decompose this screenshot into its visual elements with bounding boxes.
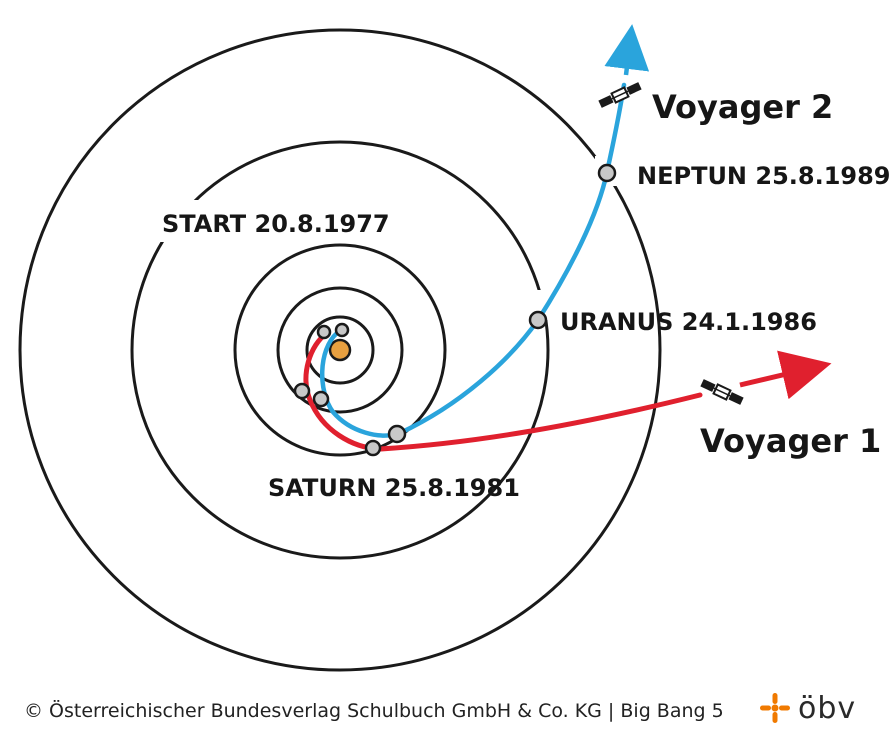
voyager2-arrow <box>604 24 650 76</box>
jupiter-marker-2 <box>312 390 330 408</box>
saturn-marker-1 <box>364 439 382 457</box>
orbit-earth <box>305 315 375 385</box>
label-neptun: NEPTUN 25.8.1989 <box>637 162 890 190</box>
label-start: START 20.8.1977 <box>162 210 390 238</box>
uranus-marker <box>528 310 548 330</box>
jupiter-marker-1 <box>293 382 311 400</box>
logo-text: öbv <box>798 690 857 726</box>
label-uranus: URANUS 24.1.1986 <box>560 308 817 336</box>
orbit-neptune <box>18 28 662 672</box>
publisher-logo: öbv <box>758 688 878 728</box>
earth-marker-2 <box>334 322 350 338</box>
earth-marker-1 <box>316 324 332 340</box>
label-saturn: SATURN 25.8.1981 <box>268 474 520 502</box>
orbits <box>18 28 662 672</box>
satellite-icon <box>700 379 744 405</box>
star-icon <box>760 693 790 723</box>
planet-markers <box>293 163 617 457</box>
sun-icon <box>328 338 352 362</box>
neptune-marker <box>597 163 617 183</box>
orbit-saturn <box>233 243 447 457</box>
copyright-footer: © Österreichischer Bundesverlag Schulbuc… <box>24 700 724 722</box>
satellite-icon <box>598 82 642 108</box>
orbit-uranus <box>130 140 550 560</box>
label-voyager1: Voyager 1 <box>700 422 881 460</box>
saturn-marker-2 <box>387 424 407 444</box>
voyager-trajectory-diagram: START 20.8.1977 SATURN 25.8.1981 URANUS … <box>18 24 890 672</box>
label-voyager2: Voyager 2 <box>652 88 833 126</box>
voyager1-arrow <box>739 350 832 400</box>
orbit-jupiter <box>276 286 404 414</box>
